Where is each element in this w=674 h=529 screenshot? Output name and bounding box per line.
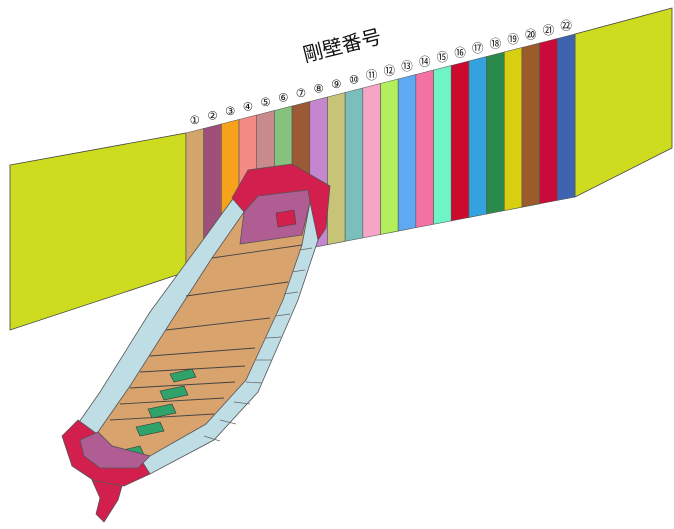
- rigid-wall-number-label: ⑱: [490, 36, 502, 50]
- bulbous-bow: [91, 479, 123, 523]
- rigid-wall-number-title: 剛壁番号: [300, 24, 383, 67]
- rigid-wall-number-label: ⑭: [419, 54, 431, 68]
- rigid-wall-strip: [468, 56, 487, 218]
- rigid-wall-strip: [327, 92, 346, 246]
- rigid-wall-strip: [539, 38, 558, 205]
- rigid-wall-number-label: ④: [243, 99, 253, 113]
- rigid-wall-strip: [486, 51, 505, 215]
- hull-frame-ribs: [203, 247, 313, 442]
- rigid-wall-number-label: ⑧: [313, 81, 323, 95]
- cargo-hatch: [147, 403, 177, 419]
- stern-red-block: [275, 209, 297, 228]
- rigid-wall-number-label: ⑯: [454, 45, 466, 59]
- rigid-wall-number-label: ⑲: [507, 32, 519, 46]
- rigid-wall-strip: [397, 74, 417, 232]
- right-side-wall: [574, 7, 673, 198]
- ship-model: [61, 163, 331, 523]
- bow-deck: [79, 431, 151, 469]
- rigid-wall-number-label: ②: [207, 108, 217, 122]
- cargo-hatch: [169, 368, 197, 383]
- rigid-wall-number-label: ⑨: [331, 77, 341, 91]
- rigid-wall-strip: [503, 47, 523, 211]
- rigid-wall-strip: [433, 65, 452, 225]
- rigid-wall-number-label: ⑫: [384, 63, 396, 77]
- rigid-wall-strip: [380, 78, 399, 235]
- rigid-wall-number-label: ㉑: [543, 23, 555, 37]
- rigid-wall-number-label: ㉒: [560, 18, 572, 32]
- rigid-wall-number-label: ⑥: [278, 90, 288, 104]
- cargo-hatch: [135, 421, 165, 437]
- rigid-wall-strip: [362, 83, 381, 239]
- deck-division-lines: [109, 244, 303, 421]
- rigid-wall-strip: [521, 42, 540, 208]
- bow-rim: [61, 419, 151, 487]
- rigid-wall-number-label: ①: [190, 113, 200, 127]
- rigid-wall-number-label: ⑪: [366, 68, 378, 82]
- rigid-wall-number-label: ③: [225, 104, 235, 118]
- rigid-wall-number-label: ⑮: [437, 50, 449, 64]
- rigid-wall-number-label: ⑦: [296, 86, 306, 100]
- rigid-wall-number-label: ⑬: [401, 59, 413, 73]
- rigid-wall-number-label: ⑩: [349, 72, 359, 86]
- rigid-wall-number-label: ⑰: [472, 41, 484, 55]
- stern-deckhouse: [239, 189, 311, 245]
- rigid-wall-strip: [344, 87, 364, 242]
- rigid-wall-strip: [415, 69, 434, 229]
- rigid-wall-strip: [557, 33, 576, 201]
- rigid-wall-strip: [450, 60, 470, 222]
- rigid-wall-number-label: ⑤: [260, 95, 270, 109]
- cargo-hatch: [159, 385, 189, 401]
- rigid-wall-number-label: ⑳: [525, 27, 537, 41]
